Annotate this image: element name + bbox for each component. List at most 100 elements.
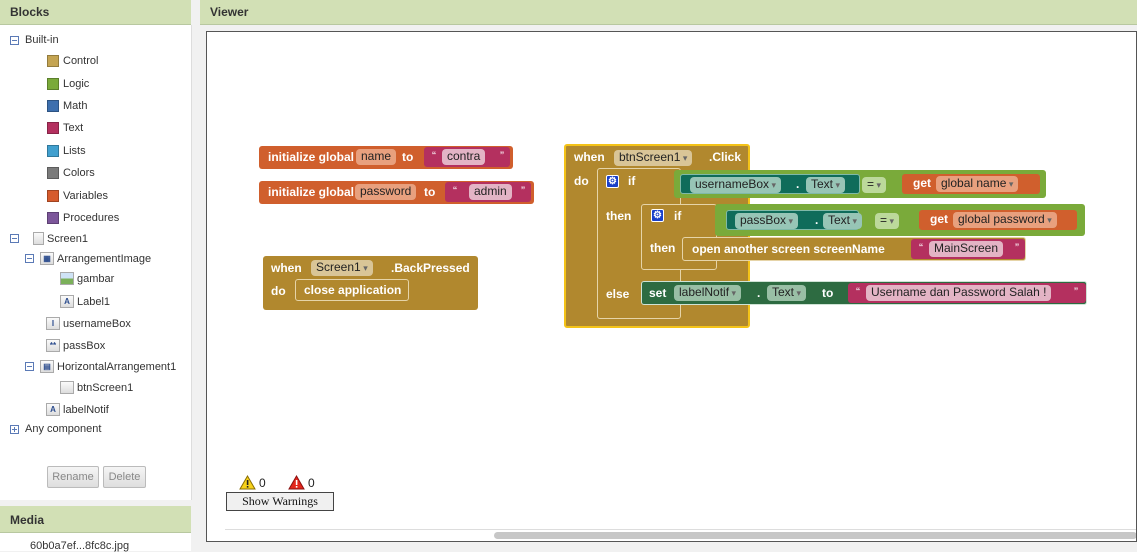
text-block-mainscreen[interactable]: “ MainScreen ” <box>911 239 1025 259</box>
button-icon <box>60 381 74 394</box>
text-value-field[interactable]: MainScreen <box>929 241 1004 257</box>
component-dropdown[interactable]: usernameBox <box>690 177 782 193</box>
warnings-count: 0 <box>259 476 266 490</box>
mutator-gear-icon[interactable]: ⚙ <box>606 175 619 188</box>
text-value-field[interactable]: contra <box>442 149 486 165</box>
color-swatch-icon <box>47 190 59 202</box>
username-text-getter[interactable]: usernameBox . Text <box>680 174 860 194</box>
block-text: close application <box>304 283 402 297</box>
variable-name-field[interactable]: password <box>355 184 417 200</box>
passbox-text-getter[interactable]: passBox . Text <box>726 210 863 230</box>
tree-item-label: passBox <box>63 339 106 352</box>
drawer-logic[interactable]: Logic <box>47 78 89 90</box>
block-text: if <box>674 209 682 223</box>
block-text: do <box>574 174 589 188</box>
tree-item-label: ArrangementImage <box>57 252 152 265</box>
quote-open: “ <box>856 285 860 299</box>
get-global-password-block[interactable]: get global password <box>919 210 1077 230</box>
component-dropdown[interactable]: Screen1 <box>311 260 373 276</box>
tree-item-username-box[interactable]: I usernameBox <box>46 317 131 330</box>
text-block-password[interactable]: “ admin ” <box>445 182 531 202</box>
quote-close: ” <box>500 149 504 163</box>
operator-dropdown[interactable]: = <box>875 213 900 229</box>
horizontal-arrangement-icon: ▤ <box>40 360 54 373</box>
collapse-icon[interactable] <box>25 362 34 371</box>
block-text: to <box>402 150 414 164</box>
tree-item-gambar[interactable]: gambar <box>60 272 114 285</box>
show-warnings-button[interactable]: Show Warnings <box>226 492 334 511</box>
property-dropdown[interactable]: Text <box>806 177 846 193</box>
quote-open: “ <box>919 241 923 255</box>
blocks-panel-header: Blocks <box>0 0 191 25</box>
variable-dropdown[interactable]: global name <box>936 176 1019 192</box>
blocks-workspace[interactable]: initialize global name to “ contra ” ini… <box>206 31 1137 542</box>
viewer-header: Viewer <box>200 0 1137 25</box>
drawer-procedures[interactable]: Procedures <box>47 212 119 224</box>
operator-dropdown[interactable]: = <box>862 177 887 193</box>
expand-icon[interactable] <box>10 424 19 434</box>
tree-item-btn-screen1[interactable]: btnScreen1 <box>60 381 133 394</box>
screen-icon <box>33 232 44 245</box>
variable-name-field[interactable]: name <box>356 149 397 165</box>
tree-item-horizontal-arrangement[interactable]: ▤ HorizontalArrangement1 <box>25 360 176 373</box>
variable-dropdown[interactable]: global password <box>953 212 1057 228</box>
mutator-gear-icon[interactable]: ⚙ <box>651 209 664 222</box>
text-block-name[interactable]: “ contra ” <box>424 147 510 167</box>
text-block-error-message[interactable]: “ Username dan Password Salah ! ” <box>848 283 1086 303</box>
compare-block-username[interactable]: usernameBox . Text = get global name <box>674 170 1046 198</box>
collapse-icon[interactable] <box>25 254 34 263</box>
quote-close: ” <box>1074 285 1078 299</box>
media-file-item[interactable]: 60b0a7ef...8fc8c.jpg <box>30 540 130 552</box>
open-another-screen-block[interactable]: open another screen screenName “ MainScr… <box>682 237 1026 261</box>
tree-item-builtin[interactable]: Built-in <box>10 34 59 46</box>
block-text: when <box>271 261 302 275</box>
tree-item-screen1[interactable]: Screen1 <box>10 232 88 245</box>
drawer-lists[interactable]: Lists <box>47 145 86 157</box>
color-swatch-icon <box>47 122 59 134</box>
tree-item-any-component[interactable]: Any component <box>10 423 101 435</box>
init-global-name-block[interactable]: initialize global name to “ contra ” <box>259 146 513 169</box>
drawer-variables[interactable]: Variables <box>47 190 108 202</box>
drawer-label: Control <box>63 55 99 67</box>
tree-item-label-notif[interactable]: A labelNotif <box>46 403 109 416</box>
init-global-password-block[interactable]: initialize global password to “ admin ” <box>259 181 534 204</box>
block-text: .Click <box>709 150 742 164</box>
compare-block-password[interactable]: passBox . Text = get global password <box>715 204 1085 236</box>
tree-item-label1[interactable]: A Label1 <box>60 295 110 308</box>
block-text: set <box>649 286 667 300</box>
property-dropdown[interactable]: Text <box>823 213 863 229</box>
color-swatch-icon <box>47 212 59 224</box>
collapse-icon[interactable] <box>10 234 19 243</box>
tree-item-label: btnScreen1 <box>77 381 134 394</box>
block-text: when <box>574 150 605 164</box>
errors-count: 0 <box>308 476 315 490</box>
property-dropdown[interactable]: Text <box>767 285 807 301</box>
drawer-text[interactable]: Text <box>47 122 83 134</box>
drawer-control[interactable]: Control <box>47 55 98 67</box>
drawer-colors[interactable]: Colors <box>47 167 95 179</box>
tree-item-label: usernameBox <box>63 317 131 330</box>
close-application-block[interactable]: close application <box>295 279 409 301</box>
set-labelnotif-text-block[interactable]: set labelNotif . Text to “ Username dan … <box>641 281 1087 305</box>
tree-item-label: Any component <box>25 423 102 435</box>
tree-item-label: Label1 <box>77 295 111 308</box>
tree-item-label: labelNotif <box>63 403 109 416</box>
drawer-math[interactable]: Math <box>47 100 87 112</box>
delete-button[interactable]: Delete <box>103 466 146 488</box>
component-dropdown[interactable]: labelNotif <box>674 285 742 301</box>
tree-item-label: Built-in <box>25 34 59 46</box>
block-text: then <box>650 241 676 255</box>
horizontal-scrollbar-thumb[interactable] <box>494 532 1136 539</box>
collapse-icon[interactable] <box>10 35 19 45</box>
component-dropdown[interactable]: btnScreen1 <box>614 150 693 166</box>
tree-item-arrangement-image[interactable]: ▦ ArrangementImage <box>25 252 151 265</box>
get-global-name-block[interactable]: get global name <box>902 174 1040 194</box>
tree-item-pass-box[interactable]: ** passBox <box>46 339 105 352</box>
color-swatch-icon <box>47 78 59 90</box>
rename-button[interactable]: Rename <box>47 466 99 488</box>
event-screen1-backpressed[interactable]: when Screen1 .BackPressed do close appli… <box>263 256 478 310</box>
label-icon: A <box>46 403 60 416</box>
text-value-field[interactable]: admin <box>469 184 512 200</box>
component-dropdown[interactable]: passBox <box>735 213 799 229</box>
text-value-field[interactable]: Username dan Password Salah ! <box>866 285 1052 301</box>
